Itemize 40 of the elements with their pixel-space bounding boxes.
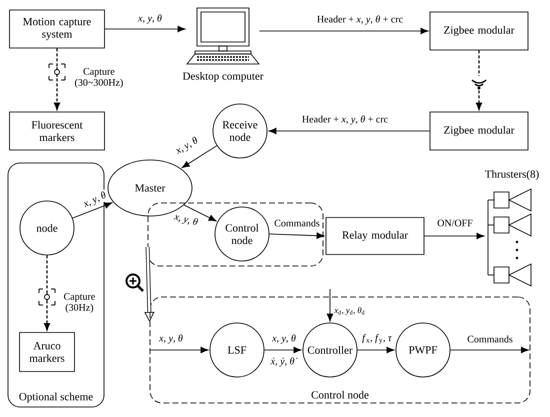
edge-label: Capture (30~300Hz) [74, 68, 123, 88]
edge-label: f$_{x}$, f$_{y}$, τ [361, 332, 393, 346]
arrow [72, 202, 112, 218]
edge-label: Header + x, y, θ + crc [316, 14, 404, 26]
arrow [269, 232, 324, 239]
process-box: Zigbee modular [430, 112, 528, 150]
edge-label: Header + x, y, θ + crc [300, 114, 390, 126]
arrow [54, 48, 60, 111]
arrow [326, 288, 334, 322]
edge-label: x, y, θ [80, 190, 110, 210]
edge-label: x, y, θ [271, 333, 297, 345]
arrow [357, 346, 394, 354]
edge-label: Capture (30Hz) [64, 293, 95, 313]
arrow [450, 346, 529, 354]
arrow [184, 204, 216, 222]
arrow [259, 28, 428, 34]
edge-label: ON/OFF [436, 218, 474, 228]
arrow [268, 128, 430, 134]
arrow [182, 145, 218, 168]
group-frame [148, 202, 324, 266]
edge-label: x$_{d}$, y$_{d}$, θ$_{d}$ [333, 306, 366, 316]
arrow [149, 346, 208, 354]
arrow [264, 346, 302, 354]
arrow [104, 26, 186, 32]
computer-caption: Desktop computer [182, 72, 264, 82]
arrow [424, 232, 484, 240]
process-box: Motion capture system [9, 10, 105, 48]
derivative-label: ẋ, ẏ, θ̇ [270, 356, 298, 368]
process-box: Aruco markers [19, 332, 75, 372]
process-box: Relay modular [326, 217, 424, 255]
process-box: Fluorescent markers [9, 112, 105, 150]
edge-label: x, y, θ [158, 333, 184, 345]
edge-label: x, y, θ [173, 134, 201, 158]
process-box: Zigbee modular [430, 12, 528, 50]
edge-label: Commands [273, 218, 321, 228]
edge-label: Commands [466, 334, 514, 344]
edge-label: x, y, θ [137, 13, 163, 25]
arrow [476, 50, 482, 111]
node-label: Thrusters(8) [485, 170, 539, 180]
arrow [44, 255, 50, 332]
